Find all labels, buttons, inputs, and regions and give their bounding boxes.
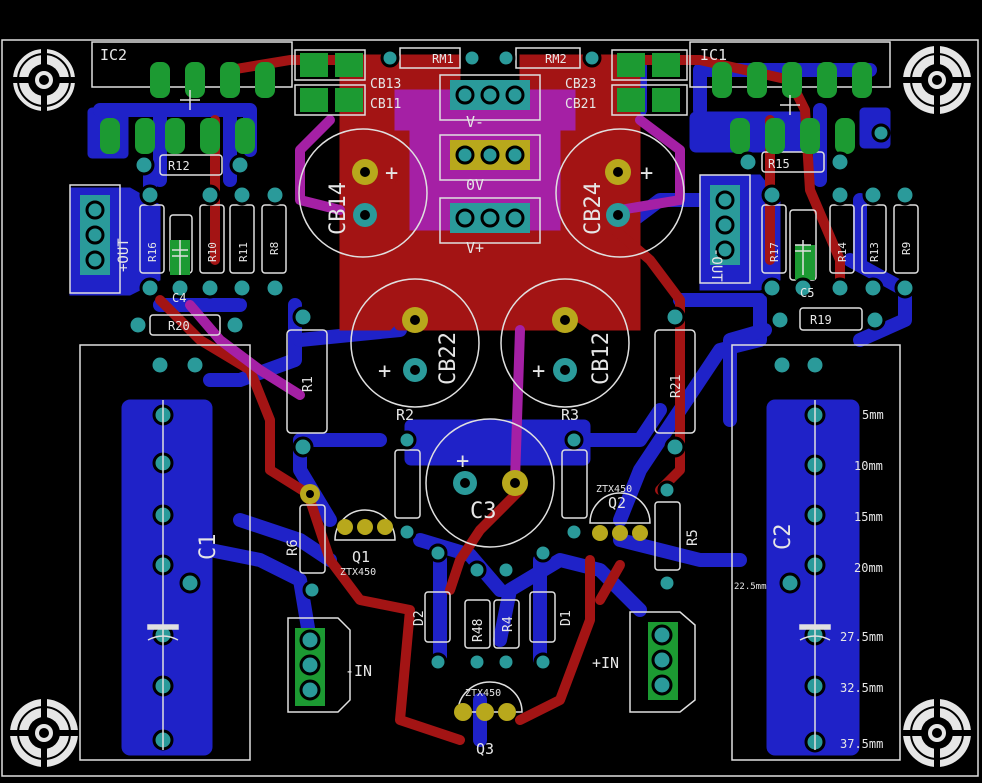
board-outline [1, 39, 979, 777]
label-cb14: CB14 [326, 182, 351, 235]
label-r20: R20 [168, 319, 190, 333]
label-q2-part: ZTX450 [596, 484, 632, 495]
label-c2: C2 [771, 524, 796, 551]
label-cb22: CB22 [436, 332, 461, 385]
label-cb23: CB23 [565, 77, 596, 92]
pitch-label-3: 15mm [854, 510, 883, 524]
label-q3: Q3 [476, 740, 494, 758]
label-r9: R9 [900, 242, 913, 255]
pitch-label-4: 20mm [854, 561, 883, 575]
mounting-holes [7, 43, 971, 767]
pitch-label-small: 22.5mm [734, 582, 767, 592]
label-cb12: CB12 [589, 332, 614, 385]
labels: IC2 IC1 RM1 RM2 CB13 CB11 CB23 CB21 V- 0… [100, 46, 913, 758]
label-cb13: CB13 [370, 77, 401, 92]
label-r19: R19 [810, 313, 832, 327]
label-r13: R13 [868, 242, 881, 262]
plus-cb14: + [385, 161, 398, 186]
label-ic2: IC2 [100, 46, 127, 64]
pitch-label-2: 10mm [854, 459, 883, 473]
plus-c3: + [456, 449, 469, 474]
label-minus-out: -OUT [708, 248, 724, 282]
label-r16: R16 [146, 242, 159, 262]
plus-cb24: + [640, 161, 653, 186]
pitch-label-6: 32.5mm [840, 681, 883, 695]
label-plus-out: +OUT [116, 238, 132, 272]
label-r21: R21 [669, 375, 684, 398]
pitch-label-7: 37.5mm [840, 737, 883, 751]
label-v-minus: V- [466, 113, 484, 131]
label-0v: 0V [466, 176, 484, 194]
label-c4: C4 [172, 291, 186, 305]
label-r15: R15 [768, 157, 790, 171]
label-r48: R48 [471, 619, 486, 642]
plus-cb22: + [378, 359, 391, 384]
label-plus-in: +IN [592, 654, 619, 672]
label-d2: D2 [412, 610, 427, 626]
label-q1: Q1 [352, 548, 370, 566]
label-rm1: RM1 [432, 52, 454, 66]
label-q3-part: ZTX450 [465, 688, 501, 699]
label-d1: D1 [559, 610, 574, 626]
label-r11: R11 [237, 242, 250, 262]
label-ic1: IC1 [700, 46, 727, 64]
label-cb21: CB21 [565, 97, 596, 112]
pads [80, 48, 916, 753]
label-r2: R2 [396, 406, 414, 424]
label-c3: C3 [470, 499, 497, 524]
label-r17: R17 [768, 242, 781, 262]
pitch-label-1: 5mm [862, 408, 884, 422]
label-c1: C1 [196, 534, 221, 561]
silk-marks [147, 90, 831, 750]
label-v-plus: V+ [466, 239, 484, 257]
label-q1-part: ZTX450 [340, 567, 376, 578]
pitch-label-5: 27.5mm [840, 630, 883, 644]
label-r14: R14 [836, 242, 849, 262]
label-q2: Q2 [608, 494, 626, 512]
label-r10: R10 [206, 242, 219, 262]
label-r6: R6 [285, 539, 301, 556]
label-r5: R5 [685, 529, 701, 546]
label-rm2: RM2 [545, 52, 567, 66]
plus-cb12: + [532, 359, 545, 384]
label-cb24: CB24 [581, 182, 606, 235]
label-r1: R1 [301, 376, 316, 392]
label-r3: R3 [561, 406, 579, 424]
label-r8: R8 [268, 242, 281, 255]
label-r12: R12 [168, 159, 190, 173]
label-r4: R4 [501, 616, 516, 632]
label-c5: C5 [800, 286, 814, 300]
silkscreen-outlines [69, 41, 919, 761]
label-cb11: CB11 [370, 97, 401, 112]
label-minus-in: -IN [345, 662, 372, 680]
